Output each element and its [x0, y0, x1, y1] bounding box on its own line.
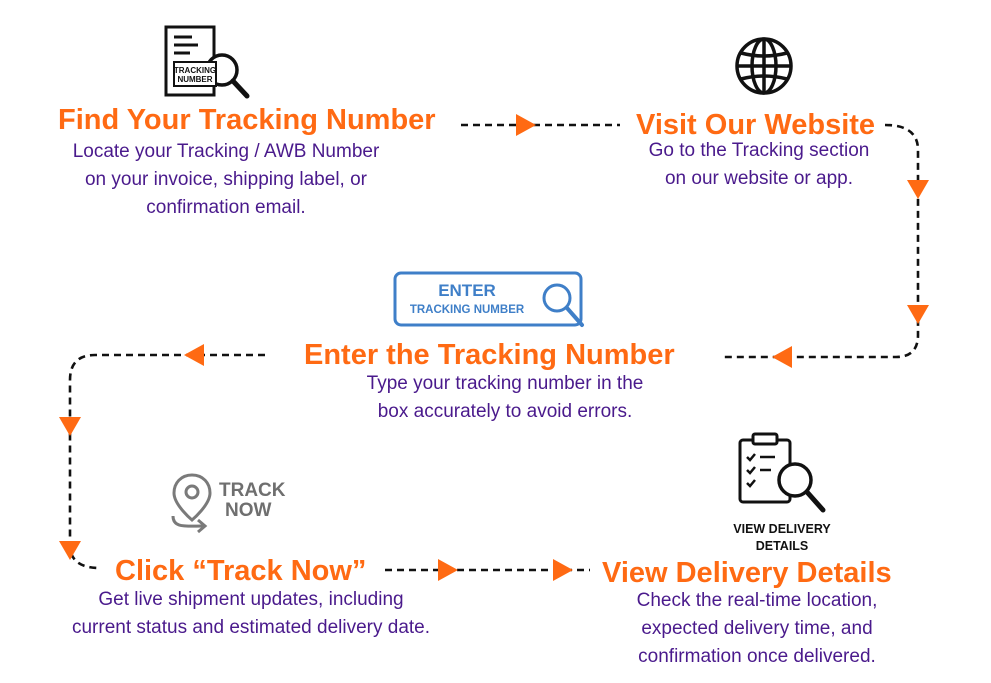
arrowhead-left — [772, 346, 792, 368]
enter-tracking-number-box-icon: ENTER TRACKING NUMBER — [393, 271, 584, 327]
icon-text: ENTER — [438, 281, 496, 300]
connector-step3-to-step4 — [68, 353, 265, 570]
icon-text: TRACK — [219, 480, 286, 501]
step-5-description: Check the real-time location, expected d… — [636, 590, 878, 667]
tracking-number-document-icon: TRACKING NUMBER — [164, 25, 250, 99]
icon-text: TRACKING NUMBER — [410, 304, 525, 316]
icon-text: NUMBER — [177, 75, 212, 84]
step-1-title: Find Your Tracking Number — [58, 104, 436, 136]
icon-text: TRACKING — [174, 66, 216, 75]
step-2-description: Go to the Tracking section on our websit… — [648, 140, 870, 189]
step-4-title: Click “Track Now” — [115, 555, 367, 587]
step-2-title: Visit Our Website — [636, 109, 876, 141]
step-4-description: Get live shipment updates, including cur… — [71, 589, 431, 638]
view-delivery-details-icon-label: VIEW DELIVERY DETAILS — [733, 522, 831, 553]
globe-icon — [735, 37, 793, 95]
arrowhead-right — [516, 114, 536, 136]
step-5-title: View Delivery Details — [602, 557, 892, 589]
arrowhead-left — [184, 344, 204, 366]
arrowhead-right — [553, 559, 573, 581]
arrowhead-down — [59, 417, 81, 436]
arrowhead-down — [907, 305, 929, 324]
step-3-description: Type your tracking number in the box acc… — [366, 373, 644, 422]
track-now-pin-icon: TRACK NOW — [171, 473, 286, 534]
step-1-description: Locate your Tracking / AWB Number on you… — [72, 141, 380, 218]
arrowhead-down — [907, 180, 929, 199]
clipboard-magnifier-icon — [738, 432, 826, 513]
arrowhead-right — [438, 559, 458, 581]
arrowhead-down — [59, 541, 81, 560]
step-3-title: Enter the Tracking Number — [304, 339, 675, 371]
connector-step2-to-step3 — [720, 123, 920, 359]
icon-text: NOW — [225, 500, 272, 521]
